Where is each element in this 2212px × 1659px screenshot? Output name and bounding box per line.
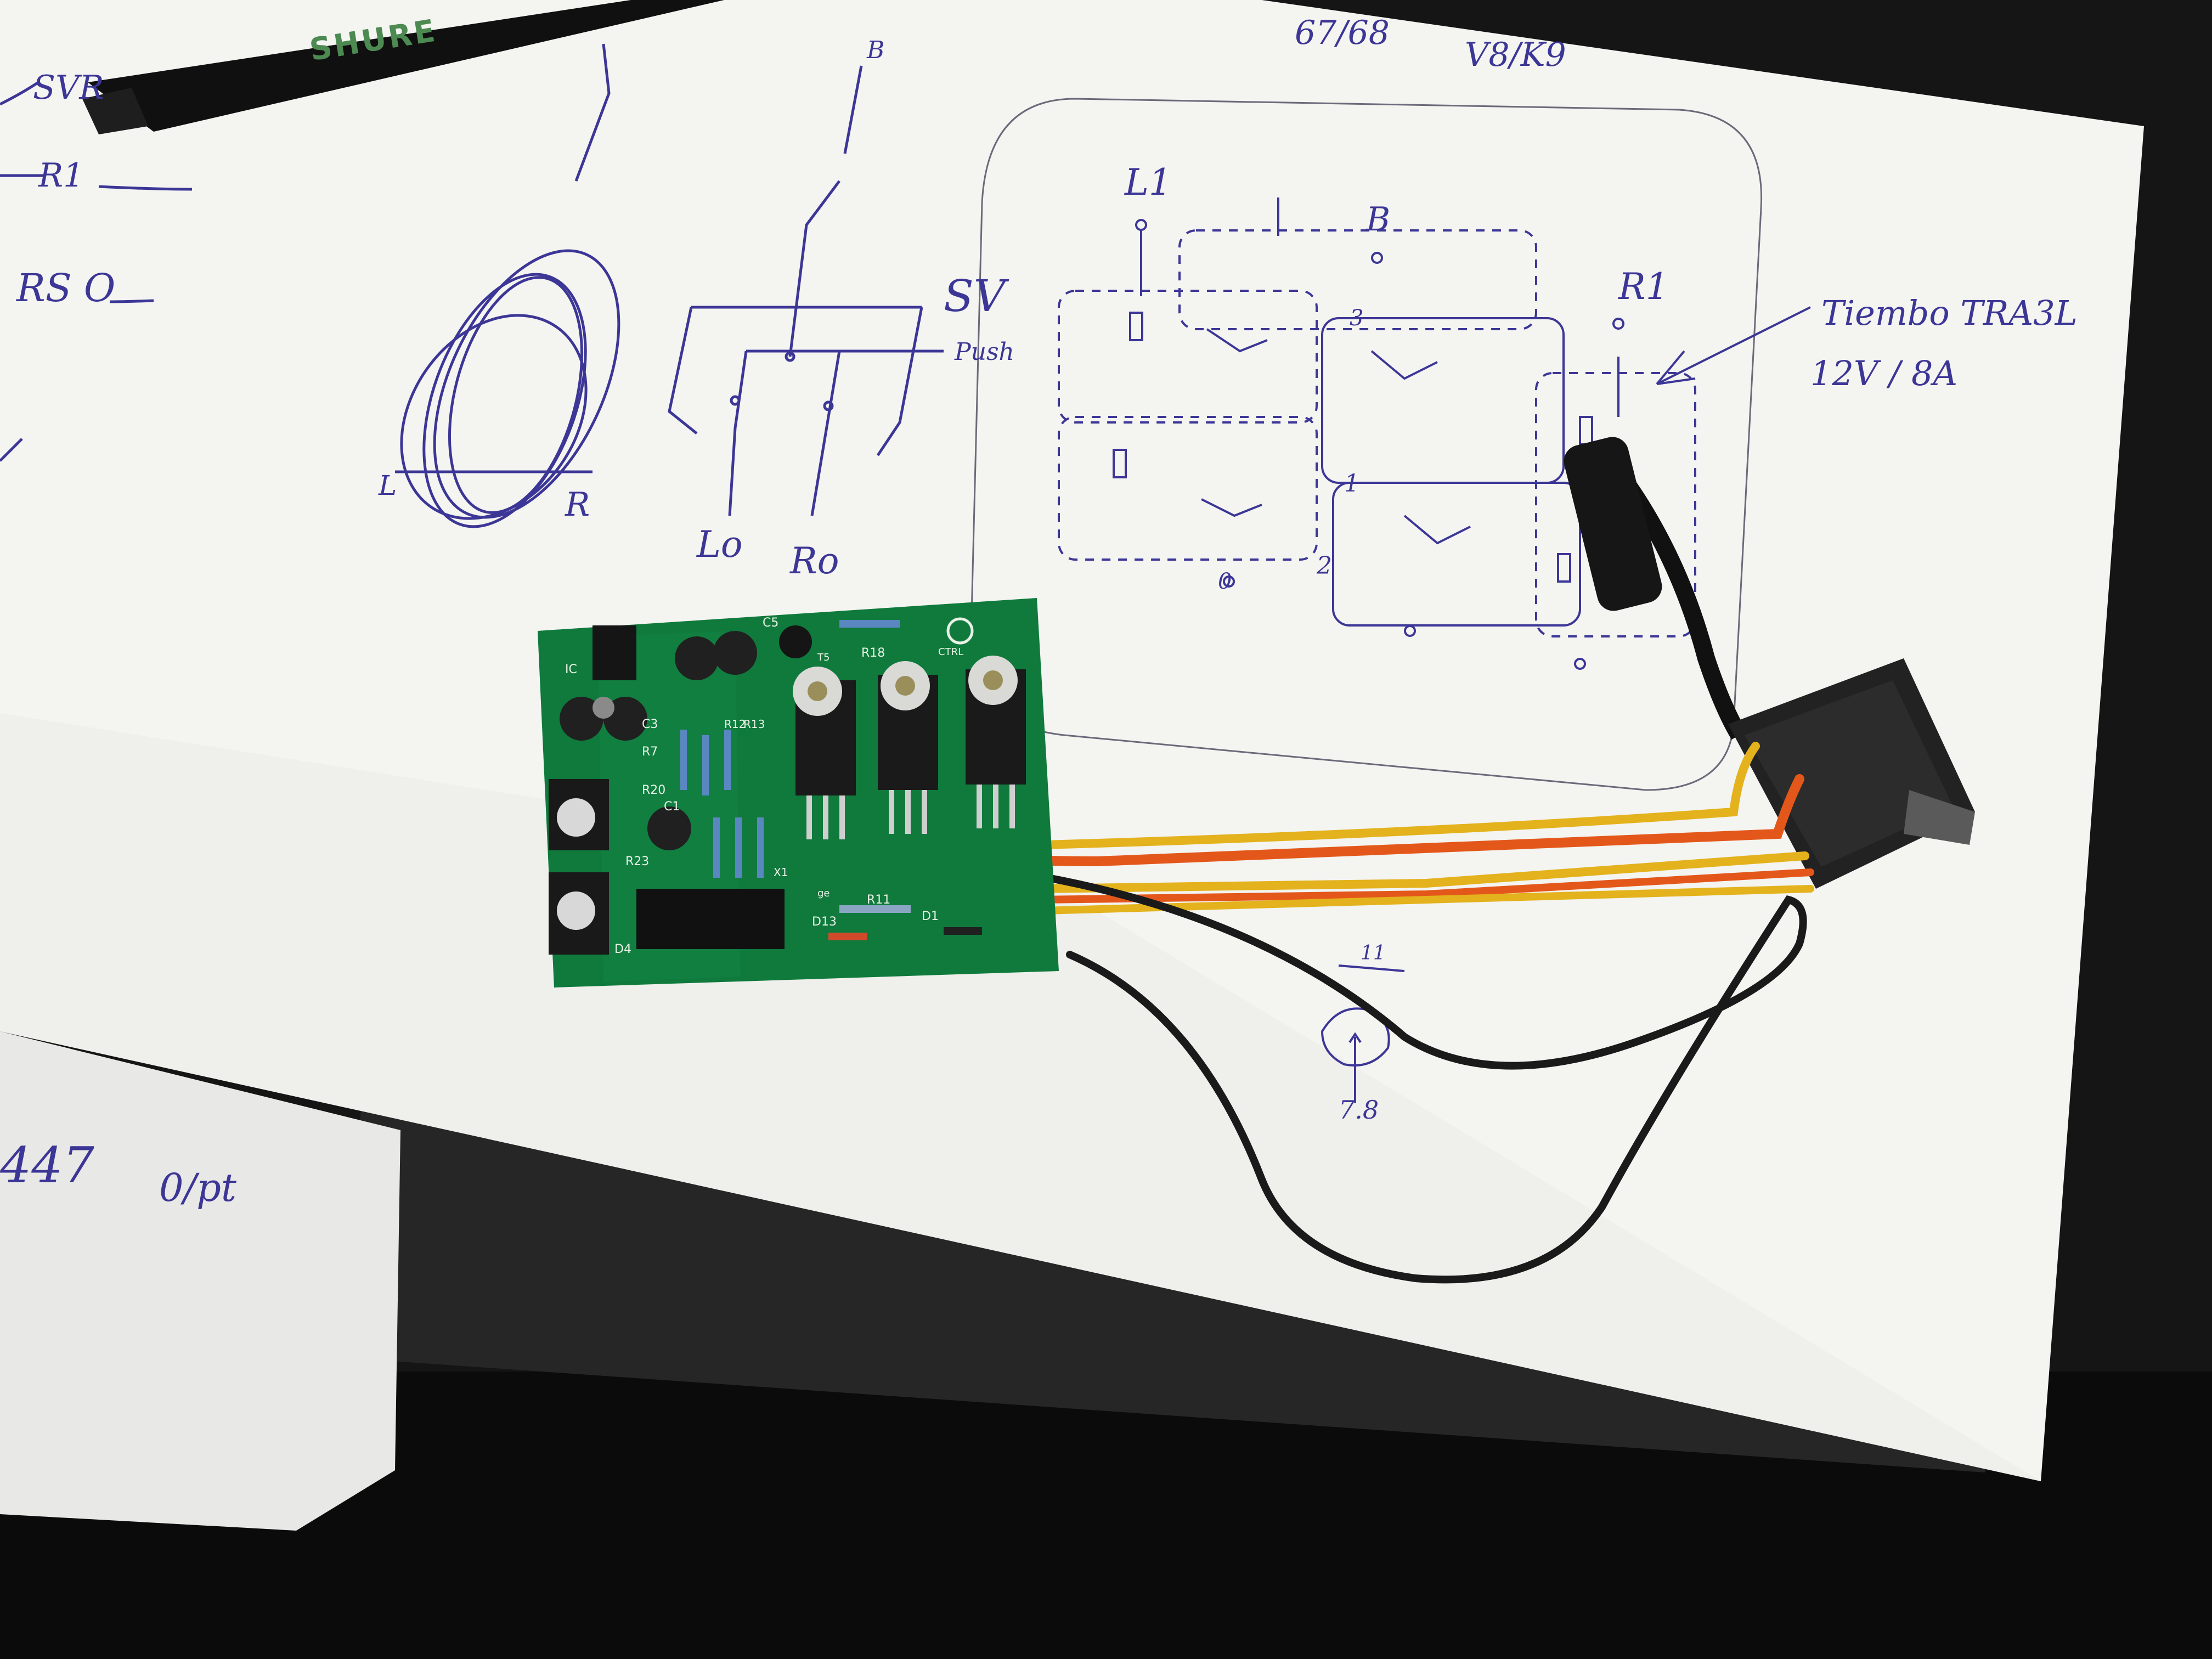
switch-label-sv: SV — [944, 270, 1006, 321]
sketch-label-r1: R1 — [38, 156, 84, 195]
marker-pen — [82, 0, 724, 134]
wire-black — [830, 852, 1807, 1284]
wire-yellow-1 — [1038, 742, 1760, 849]
pcb-board — [538, 598, 1059, 988]
dimension-top-label: 11 — [1361, 942, 1386, 964]
wire-orange-2 — [1039, 868, 1814, 904]
relay-socket — [1564, 437, 1975, 889]
pcb-label-d13: D13 — [812, 915, 837, 929]
paper-sheet-shade — [0, 713, 2041, 1481]
pcb-label-r7: R7 — [642, 745, 658, 759]
pcb-label-ctrl: CTRL — [938, 646, 964, 658]
sketch-label-447: 447 — [0, 1137, 94, 1194]
pcb-label-ic: IC — [565, 663, 577, 676]
pcb-label-t5: T5 — [817, 652, 830, 663]
wire-yellow-2 — [1038, 851, 1809, 893]
annotation-relay-model: Tiembo TRA3L — [1821, 293, 2078, 333]
switch-label-b: B — [867, 36, 885, 64]
pcb-label-d4: D4 — [614, 943, 631, 956]
dimension-bottom-label: 7.8 — [1339, 1095, 1379, 1125]
pcb-label-c5: C5 — [763, 616, 779, 630]
switch-label-r: R — [565, 486, 590, 524]
relay-label-3: 3 — [1350, 306, 1364, 331]
relay-label-b: B — [1366, 200, 1391, 239]
switch-label-l: L — [379, 470, 397, 501]
relay-label-0: 0 — [1218, 569, 1232, 594]
pcb-label-c3: C3 — [642, 718, 658, 731]
sketch-label-rs: RS O — [16, 266, 116, 311]
pcb-label-c1: C1 — [664, 800, 680, 814]
relay-label-l1: L1 — [1125, 161, 1172, 204]
relay-label-v8: V8/K9 — [1465, 36, 1566, 74]
sketch-left-strokes — [0, 81, 620, 528]
switch-label-push: Push — [955, 338, 1014, 366]
switch-label-l0: Lo — [697, 523, 743, 566]
pcb-label-x1: X1 — [774, 866, 788, 879]
pcb-label-d1: D1 — [922, 910, 939, 923]
sketch-label-svr: SVR — [33, 69, 104, 107]
pcb-label-r18: R18 — [861, 646, 885, 660]
pcb-label-ge: ge — [817, 888, 830, 899]
pcb-label-r11: R11 — [867, 893, 891, 907]
sketch-relays-dots — [1135, 219, 1624, 670]
pcb-label-r13: R13 — [743, 718, 765, 731]
dimension-sketch — [1321, 964, 1405, 1103]
paper-sheet-left — [0, 1031, 400, 1531]
sketch-relays-strokes — [969, 98, 1811, 791]
relay-label-2: 2 — [1317, 552, 1332, 580]
sketch-switch-strokes — [574, 43, 944, 516]
pcb-label-r20: R20 — [642, 783, 666, 797]
annotation-relay-rating: 12V / 8A — [1810, 353, 1958, 393]
relay-label-r1: R1 — [1618, 266, 1669, 308]
sketch-label-olpt: 0/pt — [159, 1165, 237, 1210]
relay-label-6768: 67/68 — [1295, 14, 1390, 52]
relay-label-1: 1 — [1344, 470, 1359, 498]
pcb-label-r12: R12 — [724, 718, 746, 731]
switch-label-r0: Ro — [790, 540, 839, 582]
pcb-label-r23: R23 — [625, 855, 650, 868]
